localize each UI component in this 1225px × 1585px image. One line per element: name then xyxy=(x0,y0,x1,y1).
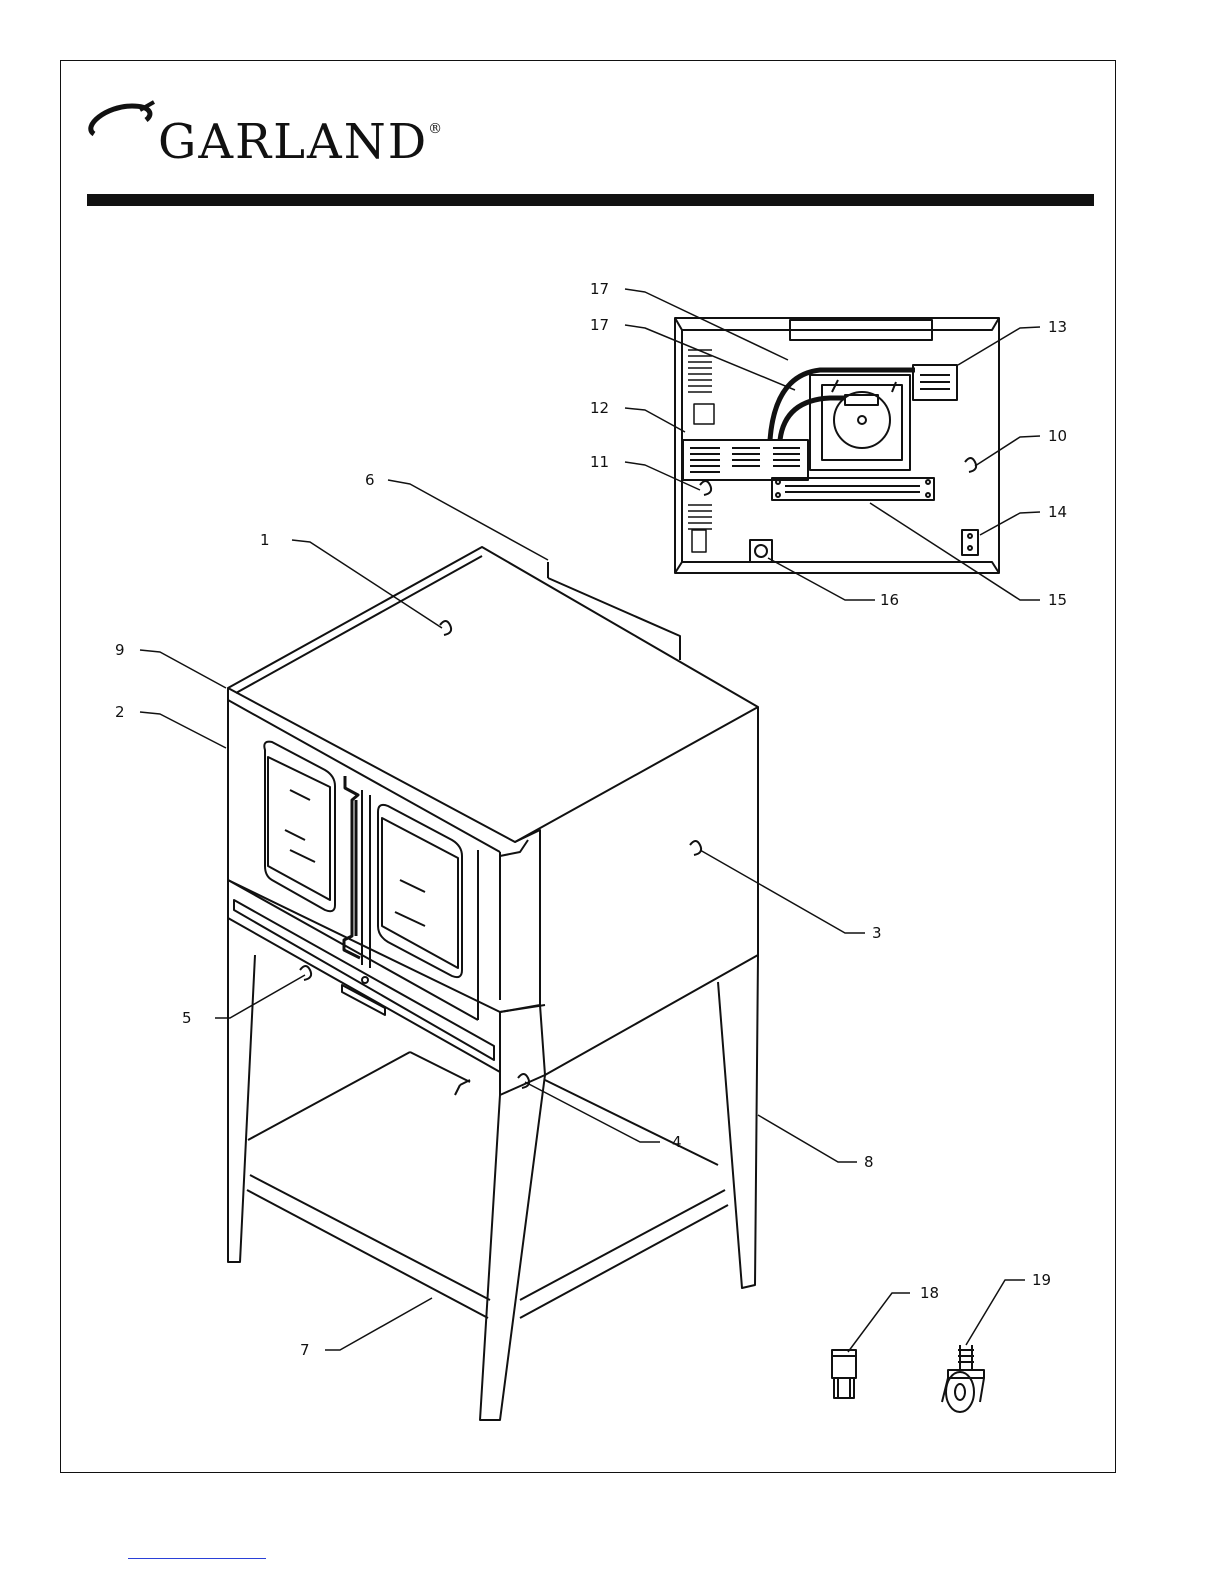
rear-vents xyxy=(688,350,714,552)
callout-13: 13 xyxy=(1048,318,1067,336)
fastener-11 xyxy=(700,481,711,495)
stand-shelf xyxy=(247,1052,728,1318)
rear-flue xyxy=(548,562,680,660)
callout-2: 2 xyxy=(115,703,125,721)
callout-3: 3 xyxy=(872,924,882,942)
oven-top-panel xyxy=(228,547,758,856)
door-handle xyxy=(344,776,360,958)
callout-12: 12 xyxy=(590,399,609,417)
callout-5: 5 xyxy=(182,1009,192,1027)
callout-18: 18 xyxy=(920,1284,939,1302)
fastener-5 xyxy=(300,966,311,980)
callout-11: 11 xyxy=(590,453,609,471)
footer-link-underline[interactable] xyxy=(128,1558,266,1559)
rear-louver xyxy=(772,478,934,500)
junction-box xyxy=(913,365,957,400)
callout-4: 4 xyxy=(672,1133,682,1151)
power-cords xyxy=(770,370,915,440)
fan-motor xyxy=(810,375,910,470)
rear-bracket-right xyxy=(962,530,978,555)
callout-19: 19 xyxy=(1032,1271,1051,1289)
callout-16: 16 xyxy=(880,591,899,609)
callout-1: 1 xyxy=(260,531,270,549)
callout-6: 6 xyxy=(365,471,375,489)
oven-doors xyxy=(264,742,462,977)
callout-7: 7 xyxy=(300,1341,310,1359)
callout-14: 14 xyxy=(1048,503,1067,521)
electrical-box xyxy=(683,440,808,480)
caster xyxy=(942,1345,984,1412)
callout-10: 10 xyxy=(1048,427,1067,445)
oven-right-side xyxy=(500,707,758,1095)
callout-17a: 17 xyxy=(590,280,609,298)
leader-lines xyxy=(140,289,1040,1352)
fastener-10 xyxy=(965,458,976,472)
callout-9: 9 xyxy=(115,641,125,659)
callout-8: 8 xyxy=(864,1153,874,1171)
callout-17b: 17 xyxy=(590,316,609,334)
adjustable-foot xyxy=(832,1350,856,1398)
callout-15: 15 xyxy=(1048,591,1067,609)
fastener-3 xyxy=(690,841,701,855)
rear-view-panel xyxy=(675,318,999,573)
